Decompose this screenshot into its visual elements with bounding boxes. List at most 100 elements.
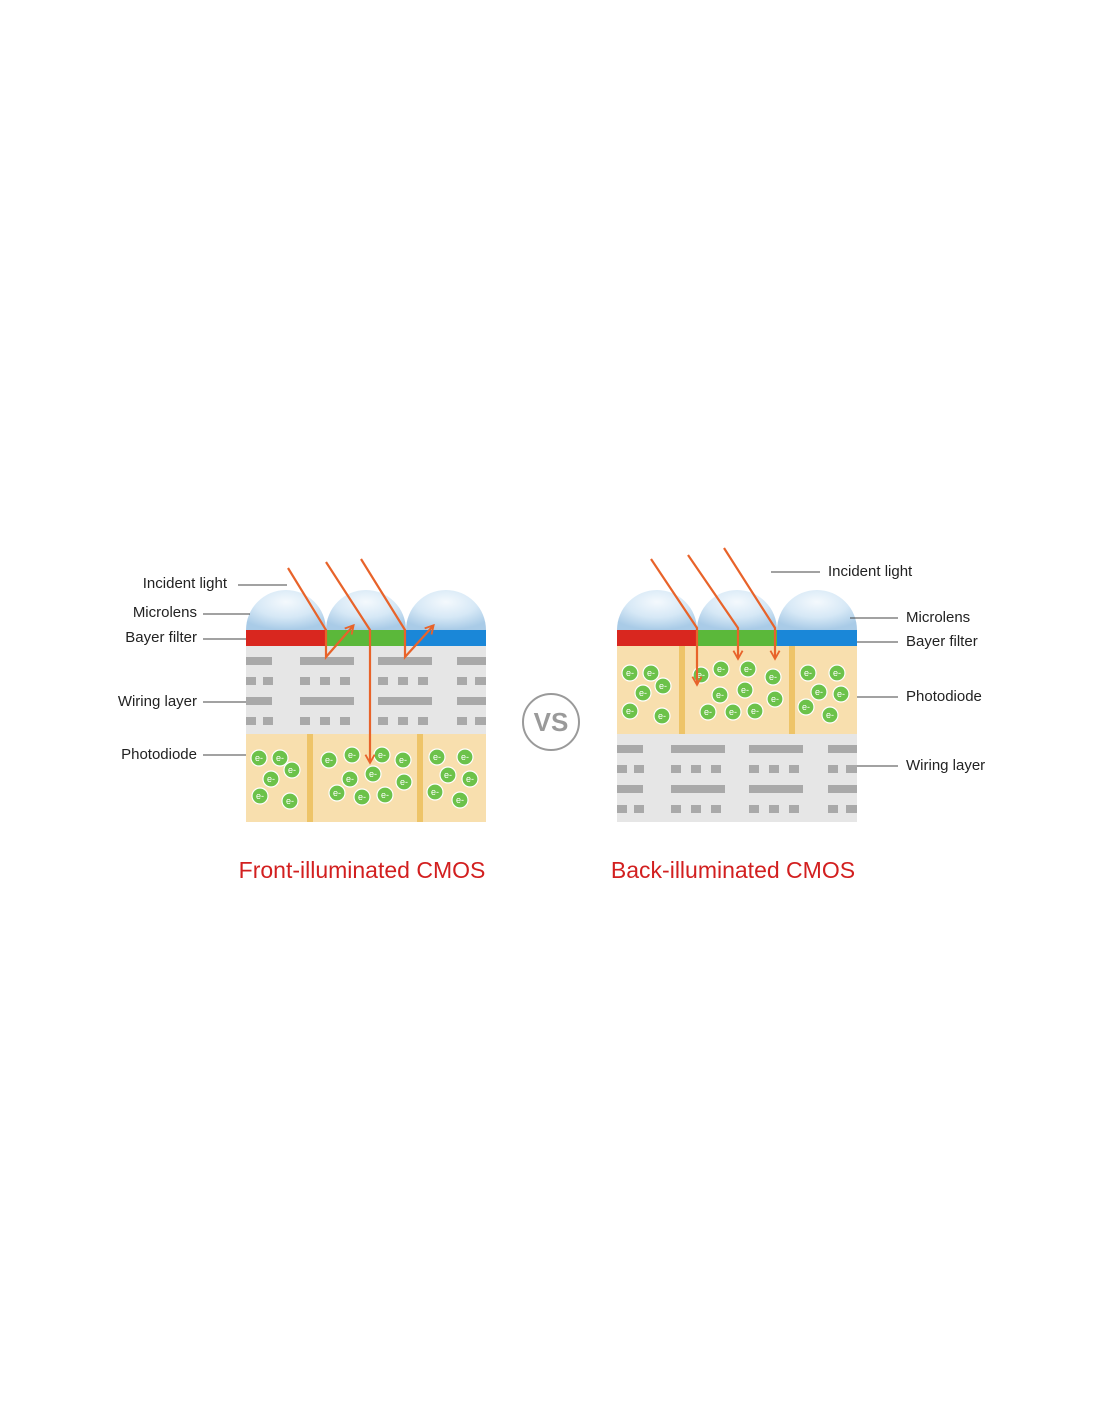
back-electron-dot bbox=[699, 703, 717, 721]
vs-circle bbox=[522, 693, 580, 751]
back-wire-bar bbox=[671, 805, 681, 813]
back-wire-bar bbox=[711, 805, 721, 813]
front-microlens-1 bbox=[246, 590, 326, 630]
front-electron: e- bbox=[320, 751, 338, 769]
front-label-photodiode: Photodiode bbox=[121, 746, 197, 763]
back-electron-label: e- bbox=[804, 668, 812, 678]
back-electron-dot bbox=[821, 706, 839, 724]
front-wire-bar bbox=[457, 657, 486, 665]
back-electron-label: e- bbox=[626, 668, 634, 678]
front-wire-bar bbox=[457, 697, 486, 705]
back-wire-bar bbox=[711, 765, 721, 773]
front-electron-dot bbox=[328, 784, 346, 802]
back-electron-label: e- bbox=[826, 710, 834, 720]
back-electron-label: e- bbox=[647, 668, 655, 678]
back-electron: e- bbox=[642, 664, 660, 682]
front-photodiode-divider-1 bbox=[307, 734, 313, 822]
front-light-rays bbox=[287, 558, 433, 762]
back-electron: e- bbox=[711, 686, 729, 704]
back-wire-bar bbox=[691, 765, 701, 773]
back-wire-bar bbox=[634, 805, 644, 813]
back-wire-bar bbox=[789, 765, 799, 773]
back-electron: e- bbox=[654, 677, 672, 695]
back-electron: e- bbox=[766, 690, 784, 708]
front-label-microlens: Microlens bbox=[133, 604, 197, 621]
back-wire-bar bbox=[769, 805, 779, 813]
back-electron-label: e- bbox=[626, 706, 634, 716]
front-electron-dot bbox=[320, 751, 338, 769]
front-electron: e- bbox=[341, 770, 359, 788]
front-light-ray-3 bbox=[360, 558, 433, 660]
back-electron: e- bbox=[699, 703, 717, 721]
front-electron-label: e- bbox=[369, 769, 377, 779]
back-wires bbox=[617, 745, 857, 813]
back-electron: e- bbox=[712, 660, 730, 678]
vs-badge: VS bbox=[522, 693, 580, 751]
front-wire-bar bbox=[457, 717, 467, 725]
front-caption: Front-illuminated CMOS bbox=[239, 857, 486, 883]
back-filter-blue bbox=[777, 630, 857, 646]
back-electron-label: e- bbox=[769, 672, 777, 682]
back-wire-bar bbox=[749, 785, 803, 793]
back-electron: e- bbox=[810, 683, 828, 701]
front-electron: e- bbox=[328, 784, 346, 802]
front-wire-bar bbox=[418, 677, 428, 685]
back-electron-dot bbox=[832, 685, 850, 703]
back-electron-label: e- bbox=[833, 668, 841, 678]
front-wire-bar bbox=[378, 677, 388, 685]
back-wire-bar bbox=[617, 785, 643, 793]
front-electron: e- bbox=[439, 766, 457, 784]
front-electron: e- bbox=[428, 748, 446, 766]
back-electron-label: e- bbox=[704, 707, 712, 717]
front-wire-bar bbox=[475, 677, 486, 685]
back-wire-bar bbox=[634, 765, 644, 773]
front-electron-label: e- bbox=[431, 787, 439, 797]
front-wire-bar bbox=[246, 657, 272, 665]
back-electron-dot bbox=[810, 683, 828, 701]
back-electron: e- bbox=[832, 685, 850, 703]
back-wire-bar bbox=[846, 765, 857, 773]
back-electron-label: e- bbox=[837, 689, 845, 699]
back-caption: Back-illuminated CMOS bbox=[611, 857, 855, 883]
front-electron-dot bbox=[250, 749, 268, 767]
back-wire-bar bbox=[749, 745, 803, 753]
back-electron-dot bbox=[621, 664, 639, 682]
front-electron: e- bbox=[271, 749, 289, 767]
back-electron: e- bbox=[736, 681, 754, 699]
front-wire-bar bbox=[398, 717, 408, 725]
front-electron: e- bbox=[353, 788, 371, 806]
front-electron-dot bbox=[271, 749, 289, 767]
back-electron-label: e- bbox=[659, 681, 667, 691]
back-electron-label: e- bbox=[815, 687, 823, 697]
back-electron: e- bbox=[821, 706, 839, 724]
front-electron: e- bbox=[451, 791, 469, 809]
back-electrons: e-e-e-e-e-e-e-e-e-e-e-e-e-e-e-e-e-e-e-e-… bbox=[621, 660, 850, 725]
back-electron-dot bbox=[642, 664, 660, 682]
back-electron-label: e- bbox=[751, 706, 759, 716]
front-wire-bar bbox=[300, 657, 354, 665]
front-wire-bar bbox=[340, 677, 350, 685]
front-electron-label: e- bbox=[288, 765, 296, 775]
front-wire-bar bbox=[300, 717, 310, 725]
front-wire-bar bbox=[398, 677, 408, 685]
front-electrons: e-e-e-e-e-e-e-e-e-e-e-e-e-e-e-e-e-e-e-e-… bbox=[250, 746, 479, 810]
back-electron-label: e- bbox=[741, 685, 749, 695]
front-electron-label: e- bbox=[267, 774, 275, 784]
back-wire-bar bbox=[671, 785, 725, 793]
front-wire-bar bbox=[418, 717, 428, 725]
front-electron-label: e- bbox=[466, 774, 474, 784]
front-electron-dot bbox=[343, 746, 361, 764]
front-electron: e- bbox=[250, 749, 268, 767]
front-electron-dot bbox=[394, 751, 412, 769]
front-bayer-filter bbox=[246, 630, 486, 646]
front-microlens-3 bbox=[406, 590, 486, 630]
back-leader-lines bbox=[771, 571, 898, 767]
front-electron: e- bbox=[456, 748, 474, 766]
front-photodiode-divider-2 bbox=[417, 734, 423, 822]
front-electron: e- bbox=[262, 770, 280, 788]
back-electron: e- bbox=[799, 664, 817, 682]
front-label-wiring-layer: Wiring layer bbox=[118, 693, 197, 710]
back-electron-dot bbox=[799, 664, 817, 682]
front-wire-bar bbox=[340, 717, 350, 725]
